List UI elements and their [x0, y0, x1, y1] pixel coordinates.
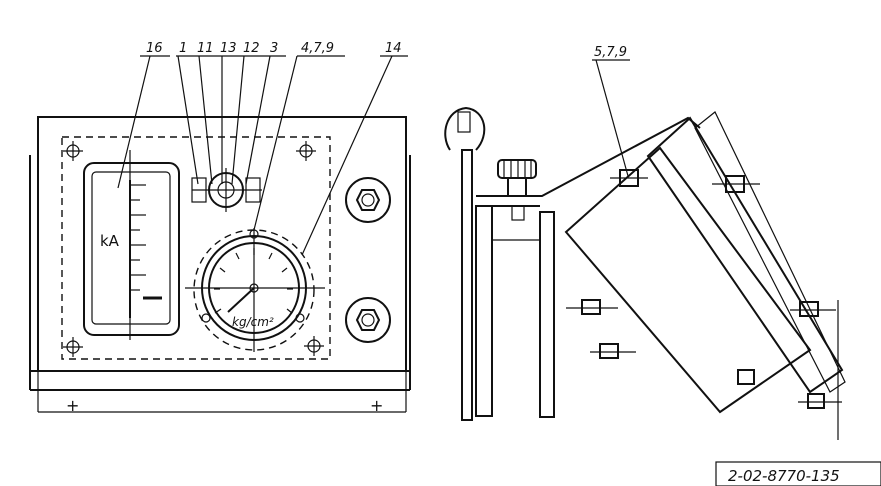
callout-12: 12 — [243, 41, 260, 56]
adjusting-knob-icon — [497, 159, 537, 221]
ammeter: kA — [83, 150, 180, 340]
inner-plate-dashed — [61, 136, 331, 360]
callout-4-7-9: 4,7,9 — [301, 41, 334, 56]
leader-lines — [117, 55, 408, 256]
mounting-post — [461, 149, 473, 421]
pressure-gauge: kg/cm² — [185, 228, 325, 352]
side-view: 5,7,9 — [444, 45, 846, 440]
callout-3: 3 — [270, 41, 278, 56]
signal-lamp-assembly — [191, 168, 262, 212]
instrument-box — [564, 111, 846, 414]
callout-14: 14 — [385, 41, 402, 56]
callout-1: 1 — [179, 41, 187, 56]
svg-text:+: + — [370, 396, 383, 415]
callout-5-7-9: 5,7,9 — [594, 45, 627, 60]
drawing-code-box: 2-02-8770-135 — [715, 461, 881, 486]
svg-text:+: + — [66, 396, 79, 415]
terminal-nut-icon — [345, 177, 391, 343]
gauge-unit: kg/cm² — [232, 315, 274, 329]
callout-16: 16 — [146, 41, 163, 56]
callout-11: 11 — [197, 41, 214, 56]
front-view: + + — [29, 41, 411, 415]
drawing-code: 2-02-8770-135 — [728, 467, 840, 485]
ammeter-unit: kA — [100, 232, 120, 250]
corner-screw-icon — [63, 141, 324, 357]
callout-13: 13 — [220, 41, 237, 56]
gauge-needle — [227, 287, 255, 313]
ammeter-ticks — [130, 184, 146, 291]
bolt-icon — [566, 169, 842, 409]
